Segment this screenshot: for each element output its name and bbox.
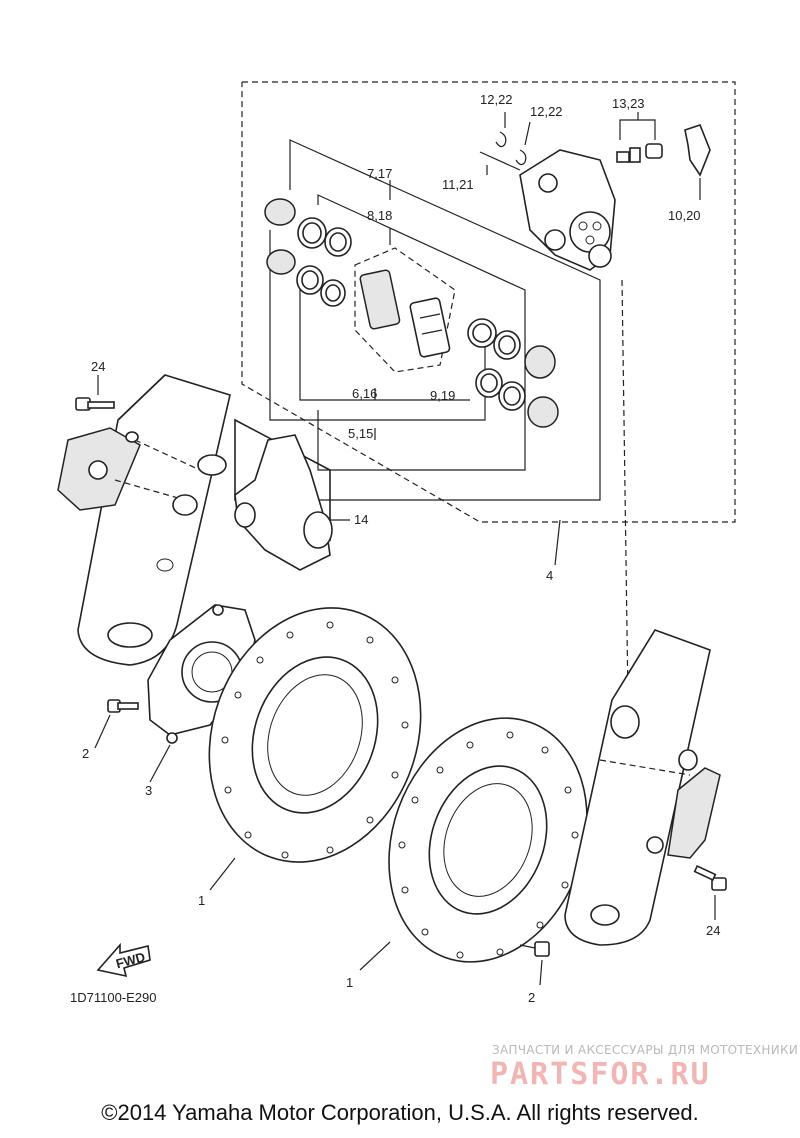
callout-12-22-left: 12,22 — [480, 92, 513, 107]
callout-4: 4 — [546, 568, 553, 583]
callout-1-right: 1 — [346, 975, 353, 990]
caliper-assembly-box — [241, 81, 736, 523]
left-seal-set — [264, 198, 352, 307]
callout-7-17: 7,17 — [367, 166, 392, 181]
bolt-24-top — [75, 375, 139, 443]
callout-3: 3 — [145, 783, 152, 798]
callout-24-bottom: 24 — [706, 923, 720, 938]
callout-8-18: 8,18 — [367, 208, 392, 223]
callout-11-21: 11,21 — [442, 177, 474, 192]
left-fork-leg — [57, 374, 231, 666]
brake-disc-right — [359, 717, 588, 986]
callout-9-19: 9,19 — [430, 388, 455, 403]
callout-1-left: 1 — [198, 893, 205, 908]
callout-13-23: 13,23 — [612, 96, 645, 111]
callout-6-16: 6,16 — [352, 386, 377, 401]
brake-disc-left — [208, 607, 422, 891]
watermark-subtitle: ЗАПЧАСТИ И АКСЕССУАРЫ ДЛЯ МОТОТЕХНИКИ — [492, 1043, 799, 1057]
caliper-14 — [172, 418, 350, 571]
watermark-logo: PARTSFOR.RU — [490, 1057, 711, 1092]
diagram-code: 1D71100-E290 — [70, 990, 157, 1005]
callout-2-left: 2 — [82, 746, 89, 761]
right-seal-set — [467, 318, 559, 428]
callout-24-top: 24 — [91, 359, 105, 374]
callout-12-22-right: 12,22 — [530, 104, 563, 119]
callout-2-right: 2 — [528, 990, 535, 1005]
brake-pads — [354, 247, 456, 373]
right-fork-leg — [564, 629, 727, 946]
pad-pin-and-clips — [479, 112, 711, 200]
callout-5-15: 5,15 — [348, 426, 373, 441]
fwd-arrow-icon: FWD — [96, 942, 151, 978]
callout-10-20: 10,20 — [668, 208, 701, 223]
copyright-notice: ©2014 Yamaha Motor Corporation, U.S.A. A… — [101, 1100, 699, 1125]
callout-14: 14 — [354, 512, 368, 527]
fwd-label: FWD — [114, 949, 146, 971]
caliper-body — [519, 149, 616, 271]
